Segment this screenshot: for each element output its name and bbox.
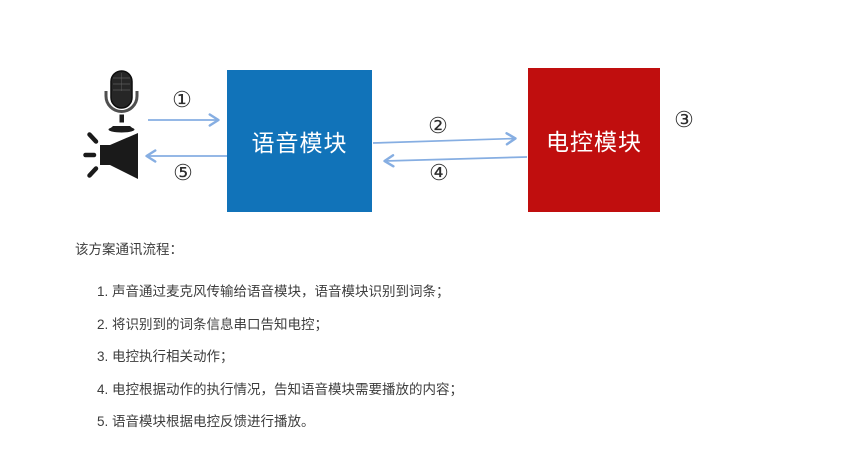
arrow-step-4 xyxy=(383,154,528,168)
flow-step-4: 4. 电控根据动作的执行情况，告知语音模块需要播放的内容； xyxy=(97,381,464,397)
flow-step-5: 5. 语音模块根据电控反馈进行播放。 xyxy=(97,414,315,429)
flow-step-2: 2. 将识别到的词条信息串口告知电控； xyxy=(97,316,329,332)
step-3-badge: ③ xyxy=(674,107,694,132)
arrow-step-2 xyxy=(372,132,517,146)
arrows-layer xyxy=(145,113,528,168)
speaker-icon xyxy=(83,131,138,181)
flow-step-3: 3. 电控执行相关动作； xyxy=(97,349,234,364)
step-5-badge: ⑤ xyxy=(173,160,193,185)
flow-step-1: 1. 声音通过麦克风传输给语音模块，语音模块识别到词条； xyxy=(97,284,450,299)
control-module-box: 电控模块 xyxy=(528,68,660,212)
flow-steps-list: 1. 声音通过麦克风传输给语音模块，语音模块识别到词条； 2. 将识别到的词条信… xyxy=(97,276,463,439)
step-2-badge: ② xyxy=(428,113,448,138)
control-module-label: 电控模块 xyxy=(546,129,642,155)
step-4-badge: ④ xyxy=(429,160,449,185)
voice-module-box: 语音模块 xyxy=(227,70,372,212)
flow-title: 该方案通讯流程： xyxy=(75,242,183,257)
microphone-icon xyxy=(99,70,144,133)
step-1-badge: ① xyxy=(172,87,192,112)
voice-module-label: 语音模块 xyxy=(251,130,348,156)
